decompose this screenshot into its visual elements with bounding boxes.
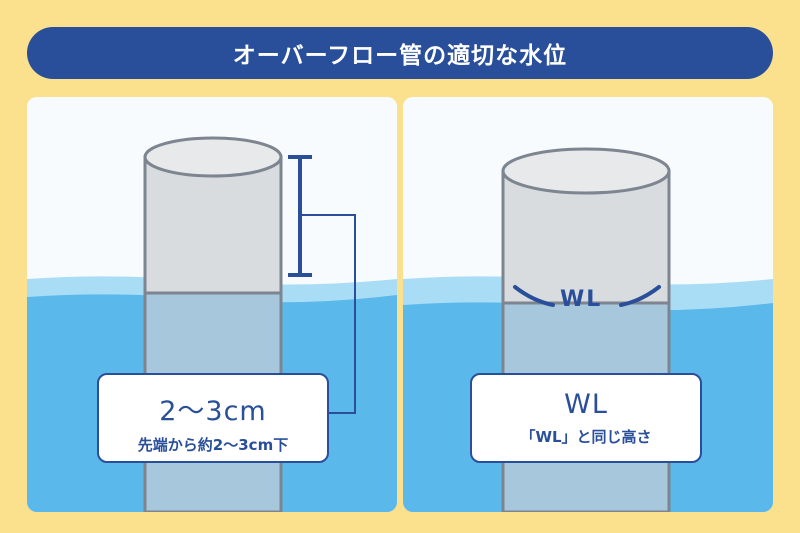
pipe-opening [501, 147, 671, 195]
wl-pipe-mark: WL [560, 287, 603, 312]
pipe-opening [143, 136, 283, 178]
left-main-label: 2〜3cm [159, 396, 267, 427]
wl-mark-right-arc [619, 285, 661, 307]
wl-mark-left-arc [513, 285, 555, 307]
page-title: オーバーフロー管の適切な水位 [232, 43, 568, 69]
right-panel: WL WL 「WL」と同じ高さ [403, 97, 773, 512]
right-label-box: WL 「WL」と同じ高さ [470, 373, 702, 463]
left-label-box: 2〜3cm 先端から約2〜3cm下 [97, 373, 329, 463]
right-main-label: WL [564, 389, 608, 420]
leader-line [300, 214, 356, 414]
right-sub-label: 「WL」と同じ高さ [520, 428, 652, 446]
title-bar: オーバーフロー管の適切な水位 [27, 27, 773, 79]
left-sub-label: 先端から約2〜3cm下 [137, 436, 289, 454]
left-panel: 2〜3cm 先端から約2〜3cm下 [27, 97, 397, 512]
